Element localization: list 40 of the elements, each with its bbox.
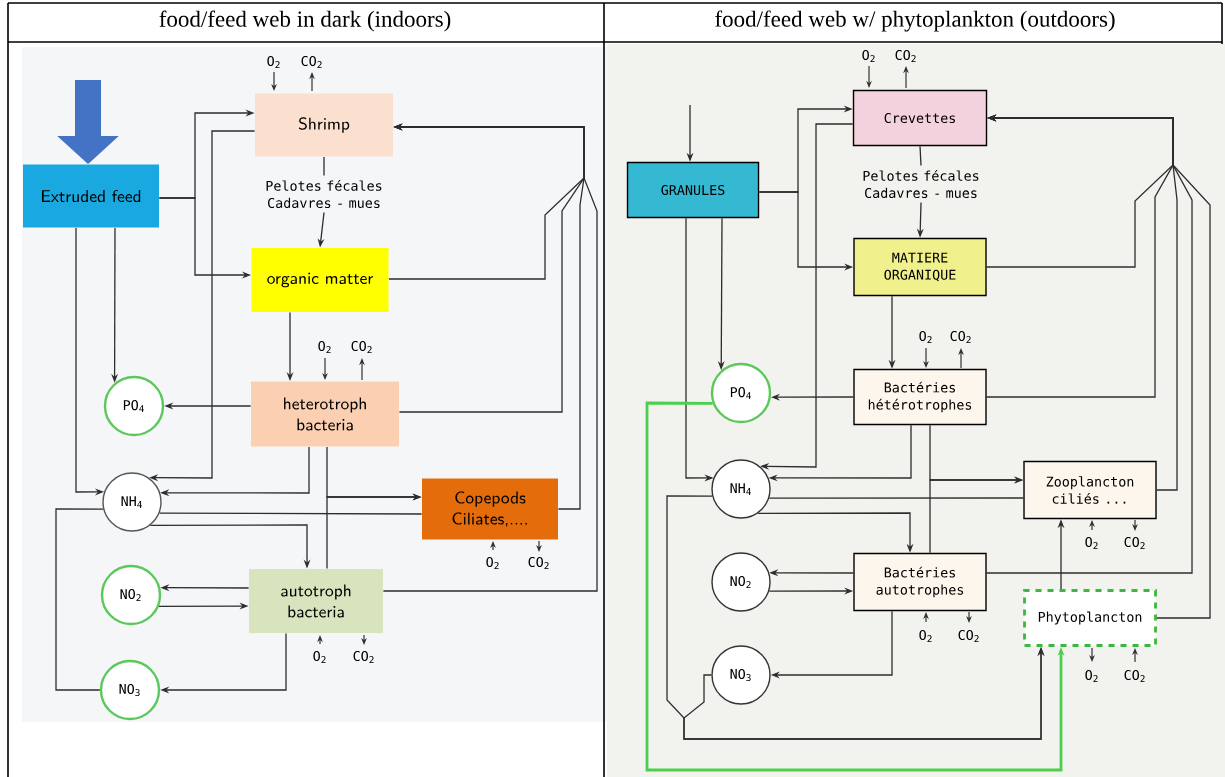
gas-label: CO$_{2}$ (301, 55, 322, 69)
compartment-box: MATIERE ORGANIQUE (853, 237, 987, 297)
gas-label: O$_{2}$ (862, 49, 875, 63)
gas-label: CO$_{2}$ (958, 629, 979, 643)
gas-label: CO$_{2}$ (528, 556, 549, 570)
gas-label: O$_{2}$ (318, 340, 331, 354)
gas-label: O$_{2}$ (267, 55, 280, 69)
gas-label: CO$_{2}$ (950, 330, 971, 344)
compartment-box: Phytoplancton (1023, 589, 1157, 647)
column-header: food/feed web w/ phytoplankton (outdoors) (715, 10, 1115, 32)
compartment-box: Zooplancton ciliés ... (1023, 460, 1157, 520)
compartment-box: Extruded feed (23, 164, 159, 228)
gas-label: CO$_{2}$ (353, 650, 374, 664)
compartment-box: Bactéries autotrophes (853, 552, 987, 612)
gas-label: CO$_{2}$ (1124, 669, 1145, 683)
gas-label: O$_{2}$ (313, 650, 326, 664)
gas-label: CO$_{2}$ (895, 49, 916, 63)
gas-label: CO$_{2}$ (1124, 536, 1145, 550)
connector-line (768, 497, 1024, 499)
gas-label: O$_{2}$ (919, 330, 932, 344)
compartment-box: heterotroph bacteria (251, 381, 399, 447)
gas-label: O$_{2}$ (1085, 669, 1098, 683)
connector-line (919, 145, 922, 167)
flow-text: Pelotes fécales Cadavres - mues (266, 179, 382, 209)
gas-label: CO$_{2}$ (351, 340, 372, 354)
connector-line (55, 508, 104, 691)
column-header: food/feed web in dark (indoors) (159, 10, 451, 32)
compartment-box: Copepods Ciliates,.... (422, 478, 558, 540)
gas-label: O$_{2}$ (919, 629, 932, 643)
gas-label: O$_{2}$ (1085, 536, 1098, 550)
compartment-box: Crevettes (852, 89, 988, 147)
compartment-box: GRANULES (626, 161, 760, 219)
connector-line (158, 512, 423, 515)
compartment-box: autotroph bacteria (249, 569, 383, 633)
flow-text: Pelotes fécales Cadavres - mues (863, 169, 979, 199)
compartment-box: organic matter (251, 248, 389, 312)
connector-line (323, 156, 325, 177)
compartment-box: Bactéries hétérotrophes (853, 368, 987, 426)
compartment-box: Shrimp (255, 93, 393, 157)
gas-label: O$_{2}$ (486, 556, 499, 570)
